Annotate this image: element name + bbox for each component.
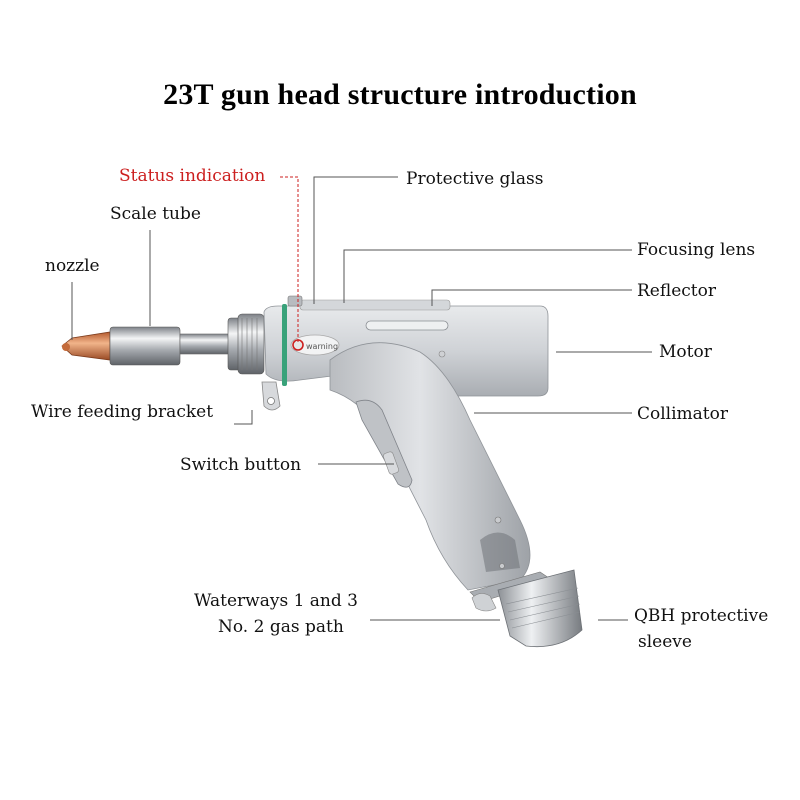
leader-protective-glass	[313, 176, 398, 304]
qbh-sleeve-part	[469, 569, 583, 648]
leader-status-indication	[280, 176, 299, 342]
scale-tube-part	[109, 326, 236, 366]
label-qbh-line2: sleeve	[638, 632, 692, 652]
label-status-indication: Status indication	[119, 166, 266, 186]
page-title: 23T gun head structure introduction	[163, 78, 637, 111]
label-collimator: Collimator	[637, 404, 729, 424]
wire-bracket-part	[261, 381, 281, 411]
warning-badge-text: warning	[306, 342, 338, 351]
leader-wire-bracket	[234, 410, 253, 425]
label-waterways-line2: No. 2 gas path	[218, 617, 344, 637]
label-protective-glass: Protective glass	[406, 169, 544, 189]
threaded-collar	[227, 313, 265, 375]
label-reflector: Reflector	[637, 281, 716, 301]
label-scale-tube: Scale tube	[110, 204, 201, 224]
switch-button-part	[355, 399, 413, 488]
leader-focusing-lens	[343, 249, 632, 303]
laser-gun-illustration: warning	[61, 295, 583, 648]
label-switch-button: Switch button	[180, 455, 302, 475]
label-motor: Motor	[659, 342, 712, 362]
label-wire-feeding-bracket: Wire feeding bracket	[31, 402, 214, 422]
label-focusing-lens: Focusing lens	[637, 240, 756, 260]
label-waterways-line1: Waterways 1 and 3	[194, 591, 358, 611]
label-nozzle: nozzle	[45, 256, 100, 276]
leader-reflector	[431, 289, 632, 306]
label-qbh-line1: QBH protective	[634, 606, 769, 626]
nozzle-part	[61, 331, 111, 361]
leader-lines	[71, 176, 652, 621]
